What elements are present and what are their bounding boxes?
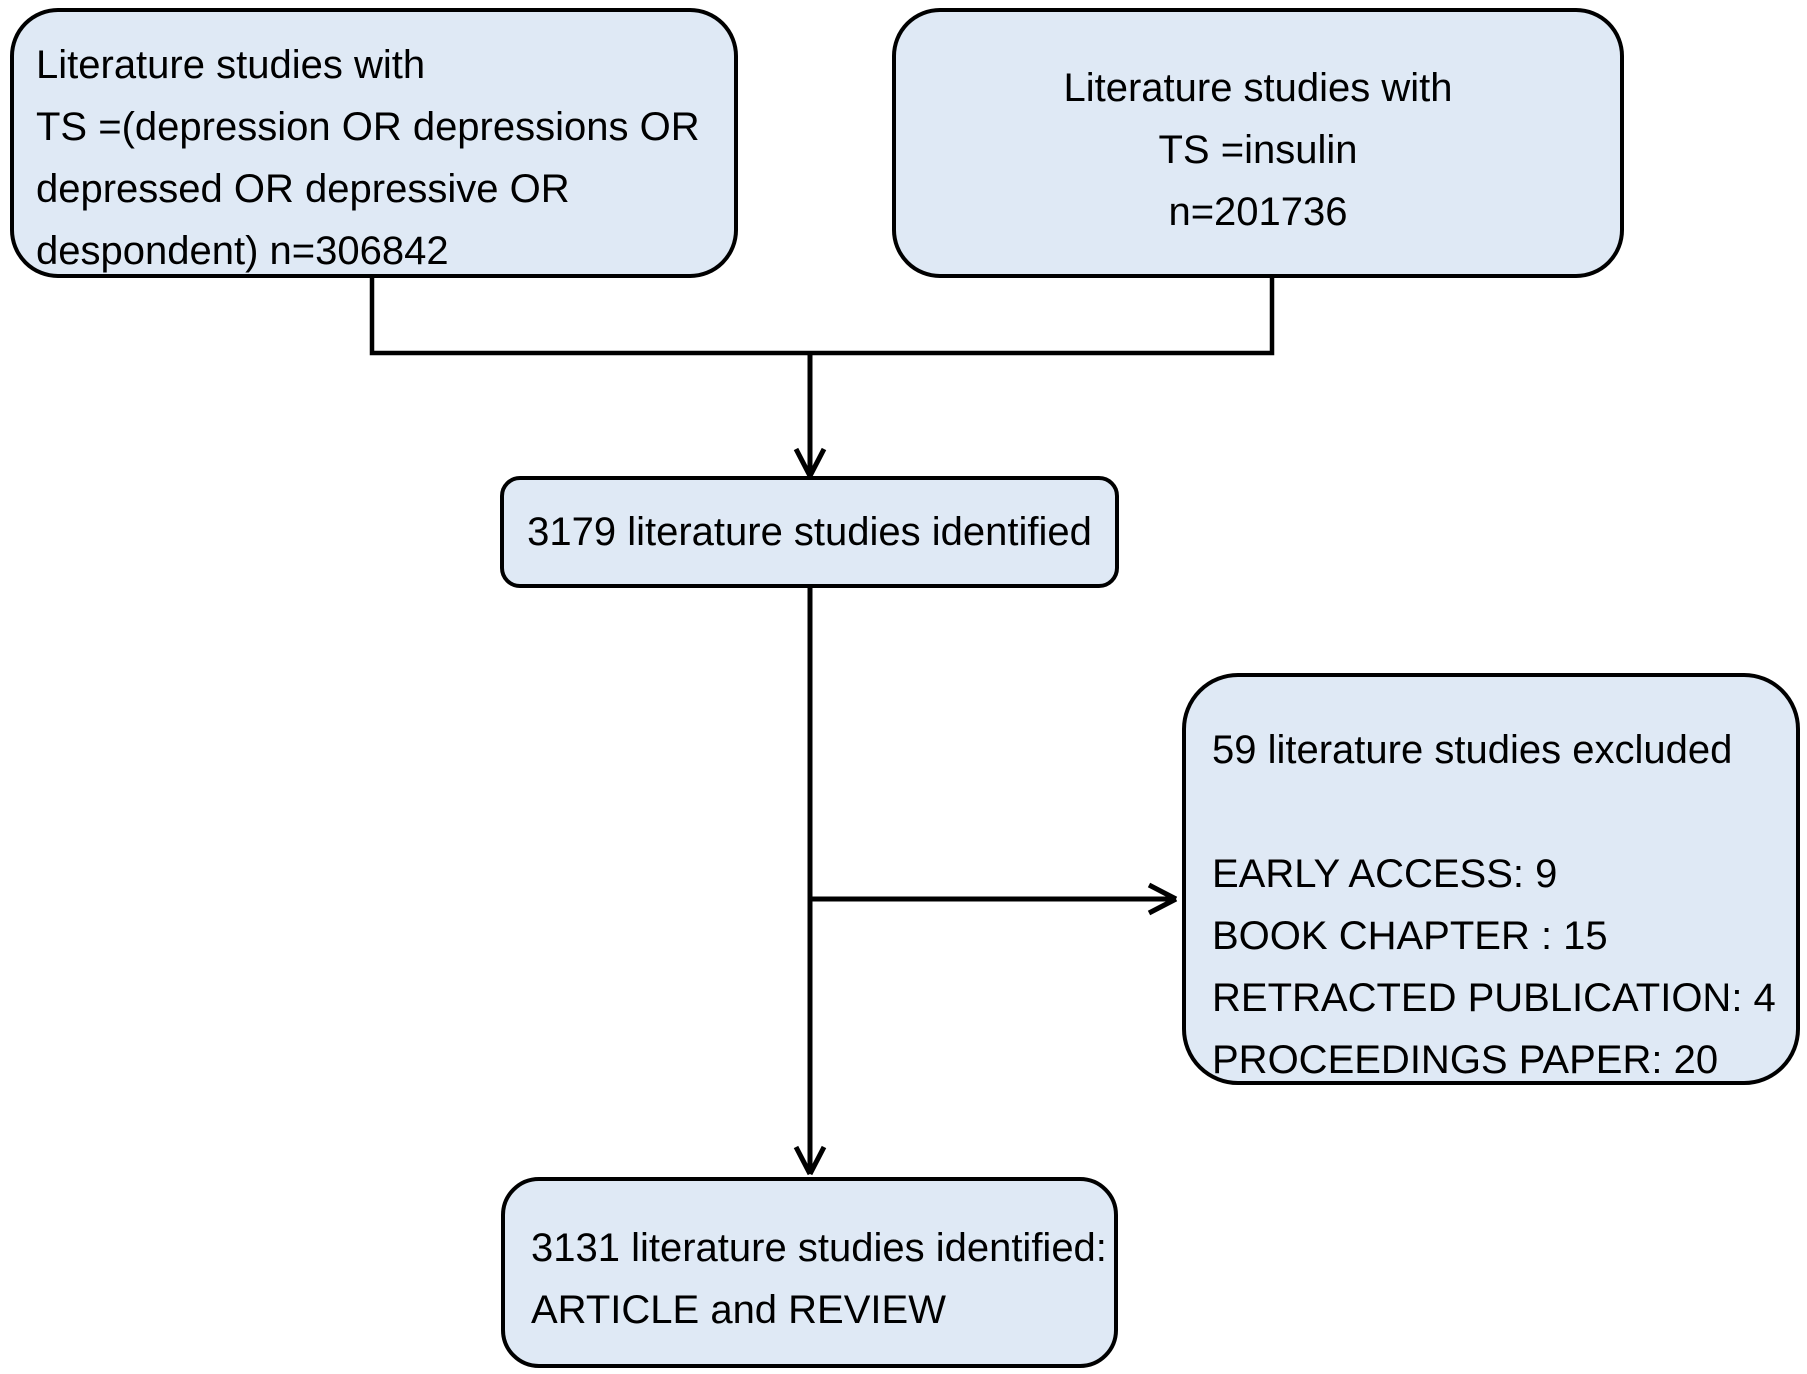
arrow-down-into-identified-icon [793,353,827,478]
arrow-right-into-excluded-icon [810,882,1178,916]
box-excluded-item-proceedings-paper: PROCEEDINGS PAPER: 20 [1212,1038,1719,1082]
box-insulin-search: Literature studies with TS =insulin n=20… [892,8,1624,278]
arrow-right-icon [1147,882,1178,916]
box-excluded-item-early-access: EARLY ACCESS: 9 [1212,852,1558,896]
box-excluded-item-book-chapter: BOOK CHAPTER : 15 [1212,914,1608,958]
box-depression-line-4: despondent) n=306842 [36,229,449,273]
box-excluded-item-retracted-publication: RETRACTED PUBLICATION: 4 [1212,976,1776,1020]
arrow-down-icon [793,1145,827,1176]
box-studies-identified-label: 3179 literature studies identified [527,510,1092,554]
box-insulin-line-3: n=201736 [1168,190,1348,234]
box-excluded-blank-line [1212,781,1772,843]
merge-connector-line [369,276,1275,356]
box-insulin-line-1: Literature studies with [1063,66,1453,110]
arrow-down-into-final-icon [793,586,827,1176]
box-final-line-2: ARTICLE and REVIEW [531,1288,946,1332]
box-excluded-title: 59 literature studies excluded [1212,728,1733,772]
arrow-down-icon [793,447,827,478]
box-depression-search: Literature studies with TS =(depression … [10,8,738,278]
box-depression-line-2: TS =(depression OR depressions OR [36,105,700,149]
box-final-line-1: 3131 literature studies identified: [531,1226,1107,1270]
box-studies-identified: 3179 literature studies identified [500,476,1119,588]
box-depression-line-3: depressed OR depressive OR [36,167,570,211]
box-studies-excluded: 59 literature studies excluded EARLY ACC… [1182,673,1800,1085]
box-final-selection: 3131 literature studies identified: ARTI… [501,1177,1118,1368]
box-insulin-line-2: TS =insulin [1158,128,1358,172]
box-depression-line-1: Literature studies with [36,43,426,87]
